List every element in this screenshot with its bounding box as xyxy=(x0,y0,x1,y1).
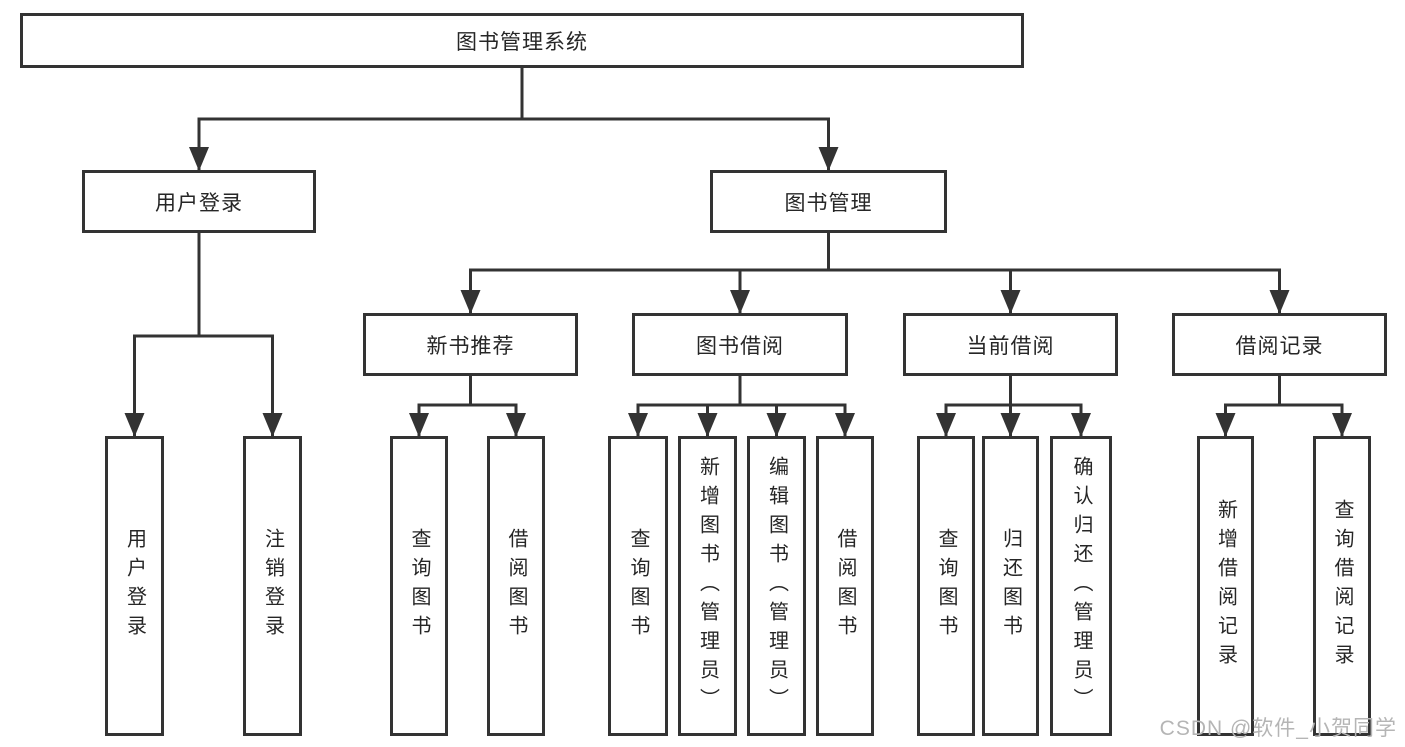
node-book-borrowing: 图书借阅 xyxy=(632,313,848,376)
node-user-login: 用户登录 xyxy=(82,170,316,233)
leaf-edit-books-admin: 编辑图书（管理员） xyxy=(747,436,806,736)
node-label: 图书管理 xyxy=(784,191,873,215)
leaf-add-borrow-record: 新增借阅记录 xyxy=(1197,436,1254,736)
leaf-query-books-recommend: 查询图书 xyxy=(390,436,448,736)
node-current-borrowing: 当前借阅 xyxy=(903,313,1118,376)
leaf-add-books-admin: 新增图书（管理员） xyxy=(678,436,737,736)
leaf-logout: 注销登录 xyxy=(243,436,302,736)
node-label: 当前借阅 xyxy=(966,334,1055,358)
leaf-borrow-books-recommend: 借阅图书 xyxy=(487,436,545,736)
node-new-book-recommendation: 新书推荐 xyxy=(363,313,578,376)
node-label: 新增借阅记录 xyxy=(1214,499,1237,673)
node-label: 查询图书 xyxy=(935,528,957,644)
node-label: 图书管理系统 xyxy=(456,30,588,54)
leaf-query-books-borrow: 查询图书 xyxy=(608,436,668,736)
leaf-borrow-books: 借阅图书 xyxy=(816,436,874,736)
node-label: 编辑图书（管理员） xyxy=(765,455,788,717)
leaf-query-borrow-record: 查询借阅记录 xyxy=(1313,436,1371,736)
node-label: 查询图书 xyxy=(627,528,649,644)
watermark: CSDN @软件_小贺同学 xyxy=(1159,717,1397,740)
node-label: 借阅记录 xyxy=(1235,334,1324,358)
node-borrowing-records: 借阅记录 xyxy=(1172,313,1387,376)
node-label: 用户登录 xyxy=(123,528,146,644)
node-label: 借阅图书 xyxy=(834,528,856,644)
node-label: 新书推荐 xyxy=(426,334,515,358)
leaf-query-books-current: 查询图书 xyxy=(917,436,975,736)
node-label: 用户登录 xyxy=(155,191,243,215)
node-library-system: 图书管理系统 xyxy=(20,13,1024,68)
node-label: 图书借阅 xyxy=(696,334,784,358)
node-label: 查询借阅记录 xyxy=(1331,499,1353,673)
node-label: 查询图书 xyxy=(408,528,430,644)
node-label: 归还图书 xyxy=(999,528,1022,644)
node-label: 确认归还（管理员） xyxy=(1070,455,1092,717)
node-label: 借阅图书 xyxy=(505,528,527,644)
node-label: 注销登录 xyxy=(261,528,284,644)
leaf-confirm-return-admin: 确认归还（管理员） xyxy=(1050,436,1112,736)
node-label: 新增图书（管理员） xyxy=(696,455,719,717)
node-book-management: 图书管理 xyxy=(710,170,947,233)
leaf-user-login: 用户登录 xyxy=(105,436,164,736)
leaf-return-books: 归还图书 xyxy=(982,436,1039,736)
